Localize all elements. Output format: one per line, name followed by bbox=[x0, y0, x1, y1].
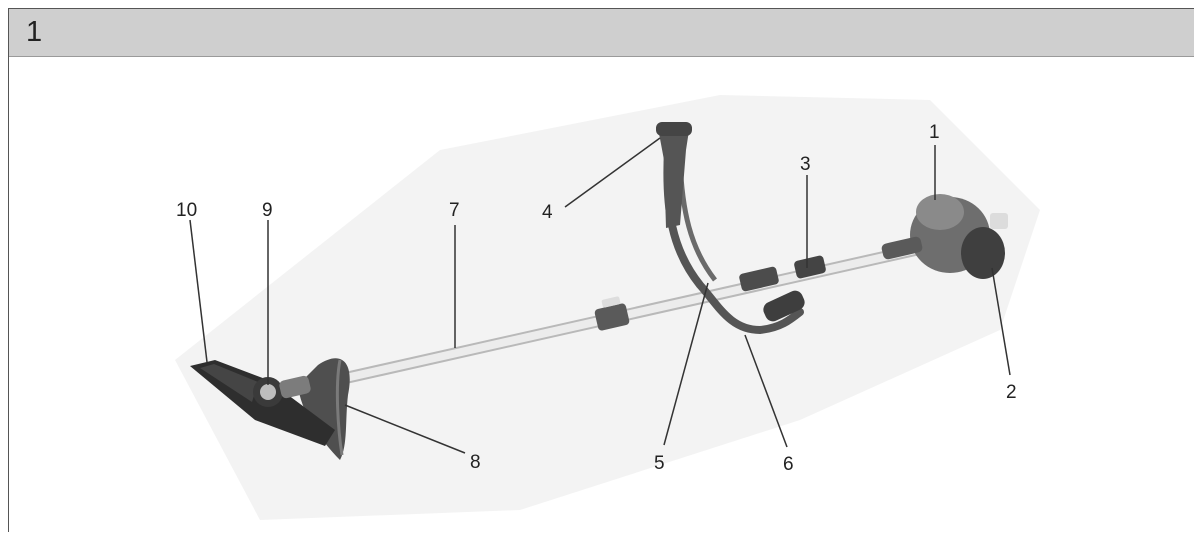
callout-2: 2 bbox=[1006, 382, 1017, 403]
blade-guard bbox=[298, 358, 350, 460]
leader-lines bbox=[189, 137, 1011, 454]
throttle-handle bbox=[656, 122, 692, 228]
shaft-coupling bbox=[594, 255, 826, 331]
callout-7: 7 bbox=[449, 200, 460, 221]
leader-10 bbox=[189, 219, 208, 363]
leader-6 bbox=[744, 334, 788, 448]
callout-1: 1 bbox=[929, 122, 940, 143]
figure-frame: 1 bbox=[8, 8, 1194, 532]
callout-10: 10 bbox=[176, 200, 197, 221]
leader-2 bbox=[991, 267, 1011, 376]
leader-4 bbox=[564, 137, 661, 208]
callout-5: 5 bbox=[654, 453, 665, 474]
gear-head bbox=[253, 375, 311, 407]
figure-number: 1 bbox=[26, 16, 43, 48]
leader-8 bbox=[344, 404, 466, 454]
figure-header: 1 bbox=[9, 9, 1194, 57]
leader-5 bbox=[663, 282, 709, 446]
callout-6: 6 bbox=[783, 454, 794, 475]
callout-8: 8 bbox=[470, 452, 481, 473]
callout-3: 3 bbox=[800, 154, 811, 175]
callout-4: 4 bbox=[542, 202, 553, 223]
engine bbox=[881, 194, 1008, 279]
callout-9: 9 bbox=[262, 200, 273, 221]
